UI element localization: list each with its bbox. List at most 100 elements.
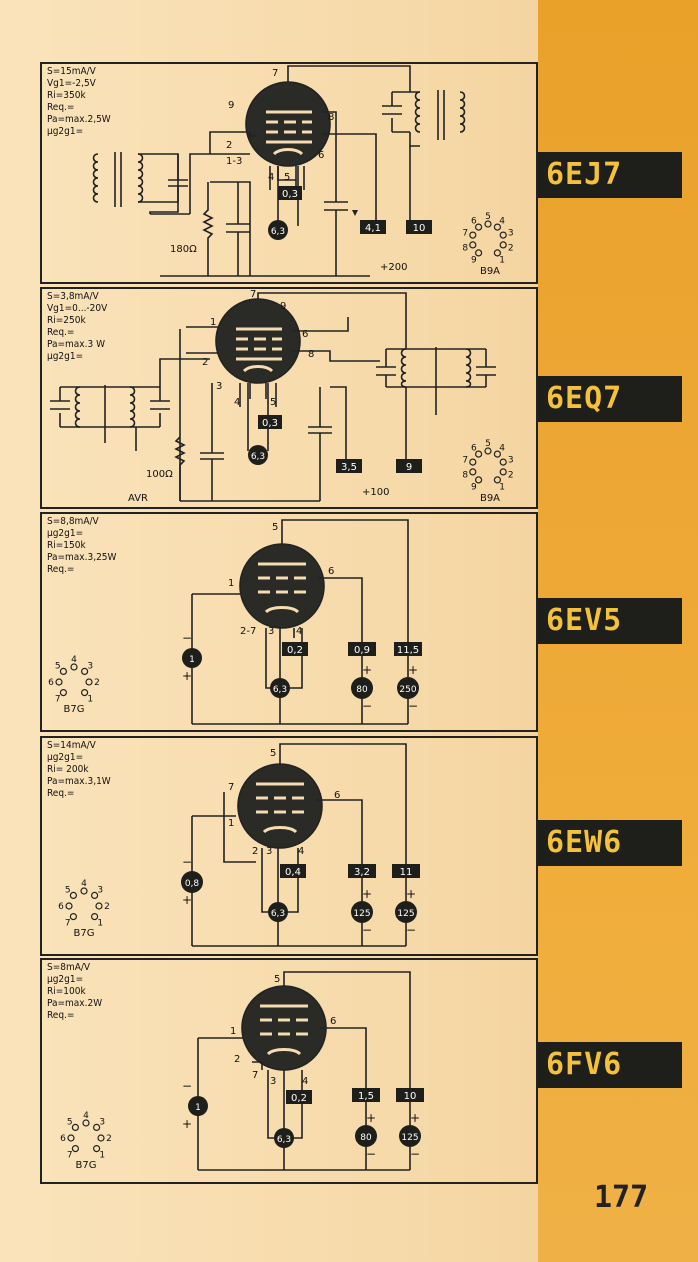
supply-voltage: +100 — [362, 487, 389, 498]
polarity-minus: − — [362, 699, 372, 713]
pin-label: 3 — [266, 846, 272, 857]
circle-text: 125 — [401, 1133, 418, 1143]
base-pin-number: 2 — [94, 678, 100, 688]
base-pin-number: 1 — [499, 255, 505, 265]
base-pin-hole — [69, 891, 78, 899]
base-pin-number: 6 — [60, 1134, 66, 1144]
base-pin-hole — [475, 450, 483, 458]
base-type: B9A — [480, 266, 500, 277]
value-box: 0,3 — [258, 415, 282, 429]
spec-line: Ri= 200k — [47, 764, 89, 775]
box-text: 3,5 — [341, 462, 357, 473]
polarity-minus: − — [408, 699, 418, 713]
value-box: 3,5 — [336, 459, 362, 473]
box-text: 11 — [400, 867, 413, 878]
pin-label: 4 — [298, 846, 304, 857]
schematic-6ew6: 5 7 1 6 2 3 4 − + + − + − 0,4 3,2 11 0,8… — [58, 743, 420, 947]
box-text: 3,2 — [354, 867, 370, 878]
base-pin-hole — [499, 458, 507, 466]
pin-label: 6 — [330, 1016, 336, 1027]
base-pin-hole — [90, 891, 99, 899]
spec-line: Pa=max.3,25W — [47, 552, 117, 563]
box-text: 0,2 — [287, 645, 303, 656]
polarity-plus: + — [182, 1117, 192, 1131]
spec-line: µg2g1= — [47, 351, 84, 362]
base-pin-hole — [59, 667, 67, 675]
base-pin-number: 7 — [65, 918, 71, 928]
base-pin-number: 7 — [462, 456, 468, 466]
spec-line: Ri=150k — [47, 540, 86, 551]
base-pin-hole — [97, 1134, 105, 1142]
base-pin-hole — [90, 913, 99, 921]
value-box: 11,5 — [394, 642, 422, 656]
polarity-plus: + — [406, 887, 416, 901]
base-pin-hole — [469, 468, 477, 476]
circle-text: 6,3 — [271, 227, 285, 237]
base-pin-hole — [499, 231, 507, 239]
spec-line: Req.= — [47, 327, 75, 338]
base-pin-number: 5 — [67, 1118, 73, 1128]
pin-label: 5 — [274, 974, 280, 985]
base-pin-hole — [475, 249, 483, 257]
pin-label: 7 — [228, 782, 234, 793]
base-type: B7G — [76, 1160, 97, 1171]
spec-line: Ri=350k — [47, 90, 86, 101]
base-pin-hole — [85, 678, 93, 686]
base-pin-hole — [92, 1145, 101, 1153]
circle-text: 6,3 — [251, 452, 265, 462]
base-pin-hole — [484, 447, 492, 455]
pin-label: 6 — [302, 329, 308, 340]
pin-label: 7 — [250, 289, 256, 300]
base-pin-number: 5 — [485, 439, 491, 449]
pin-label: 1-3 — [226, 156, 242, 167]
base-pin-number: 2 — [104, 902, 110, 912]
pin-label: 4 — [268, 172, 274, 183]
pin-label: 4 — [302, 1076, 308, 1087]
spec-line: Ri=250k — [47, 315, 86, 326]
value-circle: 125 — [399, 1125, 421, 1147]
pin-label: 5 — [270, 748, 276, 759]
schematic-6ev5: 5 1 6 2-7 3 4 − + + − + − 0,2 0,9 11,5 1… — [48, 519, 422, 725]
base-pin-hole — [499, 468, 507, 476]
base-pin-number: 4 — [499, 444, 505, 454]
pin-label: 6 — [318, 150, 324, 161]
circle-text: 1 — [189, 655, 195, 665]
pin-label: 2 — [234, 1054, 240, 1065]
base-pin-hole — [484, 220, 492, 228]
value-circle: 6,3 — [274, 1128, 294, 1148]
pin-label: 2 — [252, 846, 258, 857]
base-type: B7G — [74, 928, 95, 939]
spec-line: µg2g1= — [47, 126, 84, 137]
pin-label: 3 — [270, 1076, 276, 1087]
circle-text: 0,8 — [185, 879, 200, 889]
polarity-minus: − — [182, 855, 192, 869]
base-pin-hole — [80, 689, 89, 697]
polarity-plus: + — [410, 1111, 420, 1125]
value-circle: 80 — [355, 1125, 377, 1147]
box-text: 4,1 — [365, 223, 381, 234]
box-text: 0,3 — [262, 418, 278, 429]
pin-label: 4 — [296, 626, 302, 637]
circle-text: 1 — [195, 1103, 201, 1113]
circle-text: 125 — [397, 909, 414, 919]
box-text: 11,5 — [397, 645, 419, 656]
base-pin-hole — [80, 667, 89, 675]
spec-line: Pa=max.3,1W — [47, 776, 111, 787]
base-pin-number: 1 — [97, 918, 103, 928]
base-type: B9A — [480, 493, 500, 504]
page-number: 177 — [594, 1180, 649, 1215]
spec-line: S=8mA/V — [47, 962, 91, 973]
spec-list: S=8,8mA/V µg2g1= Ri=150k Pa=max.3,25W Re… — [47, 516, 116, 576]
base-pin-hole — [59, 689, 67, 697]
base-pin-number: 7 — [67, 1150, 73, 1160]
base-pin-hole — [82, 1119, 90, 1127]
circle-text: 80 — [356, 685, 368, 695]
polarity-minus: − — [182, 631, 192, 645]
value-circle: 80 — [351, 677, 373, 699]
base-pin-hole — [70, 663, 78, 671]
circle-text: 125 — [353, 909, 370, 919]
spec-line: Pa=max.3 W — [47, 339, 105, 350]
spec-line: S=8,8mA/V — [47, 516, 99, 527]
